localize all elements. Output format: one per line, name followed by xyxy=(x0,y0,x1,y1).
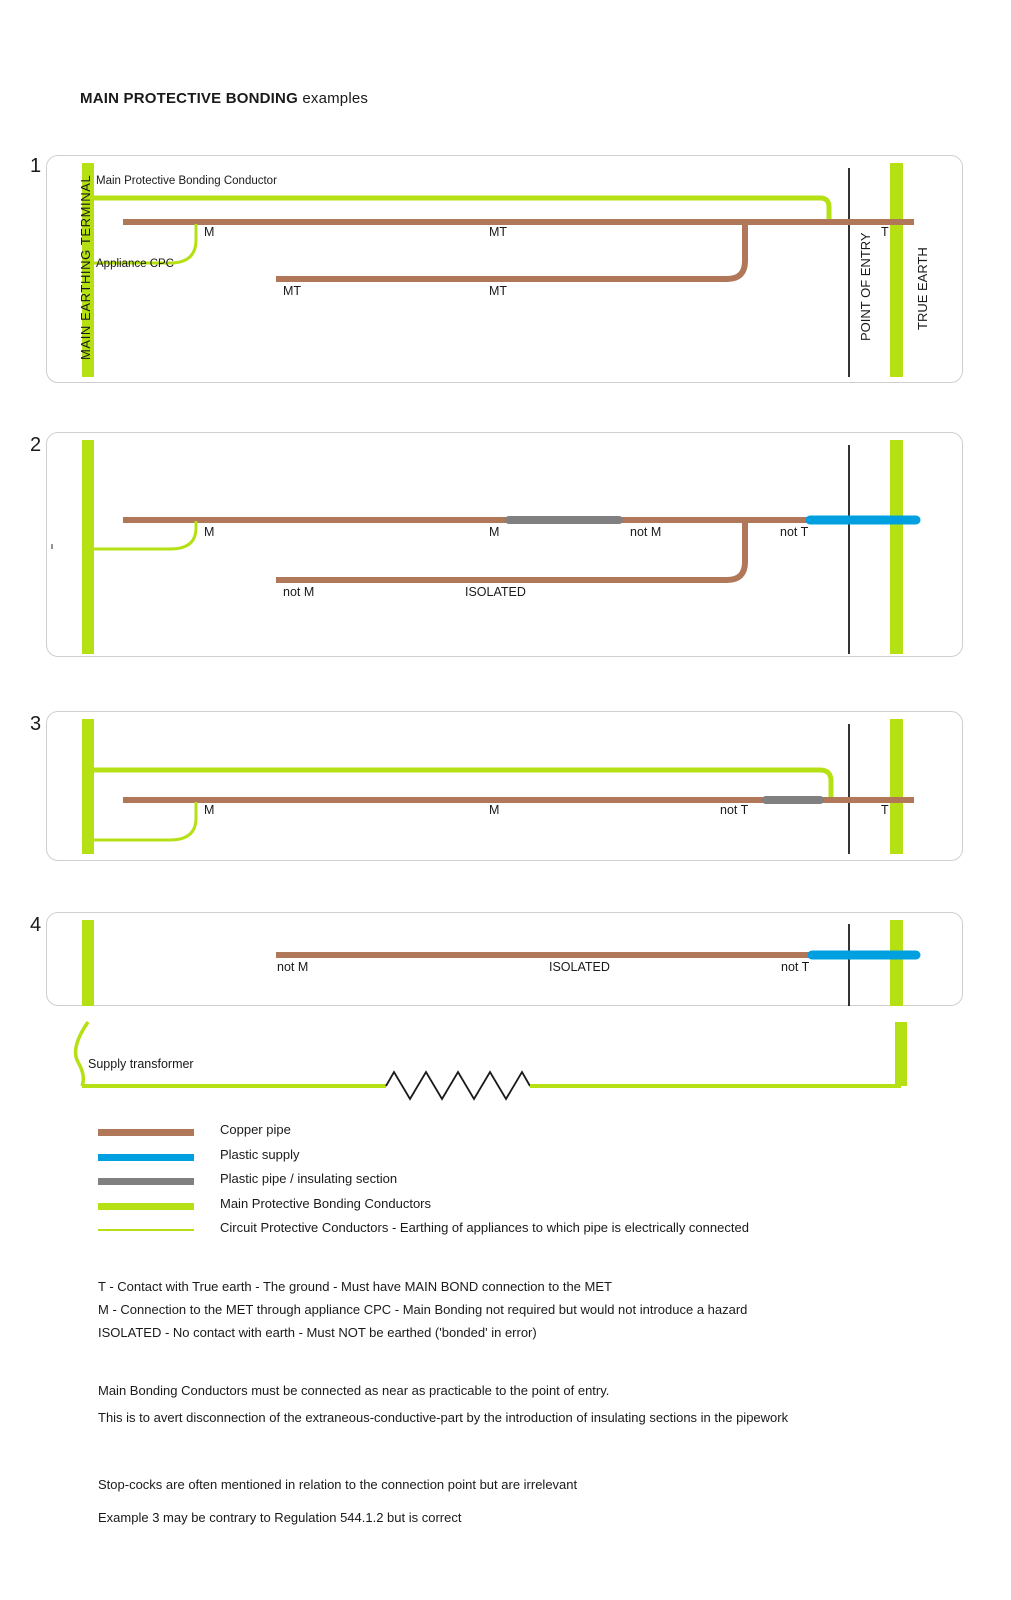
pipe-label-isolated-4: ISOLATED xyxy=(549,960,610,974)
page-title-strong: MAIN PROTECTIVE BONDING xyxy=(80,90,298,107)
note-rule-connection-point: Main Bonding Conductors must be connecte… xyxy=(98,1383,610,1398)
pipe-label-t-right-1: T xyxy=(881,225,889,239)
pipe-label-m-1: M xyxy=(204,225,215,239)
earth-resistance-symbol xyxy=(385,1070,531,1101)
legend-insulating-section-swatch xyxy=(98,1178,194,1185)
pipe-label-not-m-4: not M xyxy=(277,960,309,974)
panel-1-number: 1 xyxy=(30,155,42,177)
legend-bonding-conductors-label: Main Protective Bonding Conductors xyxy=(220,1195,432,1211)
pipe-label-t-right-3: T xyxy=(881,803,889,817)
transformer-winding xyxy=(73,1021,90,1087)
appliance-cpc-label-1: Appliance CPC xyxy=(96,258,174,270)
note-remark-regulation: Example 3 may be contrary to Regulation … xyxy=(98,1510,462,1525)
panel-3-frame xyxy=(46,711,963,861)
note-rule-avert-disconnection: This is to avert disconnection of the ex… xyxy=(98,1410,789,1425)
note-key-m: M - Connection to the MET through applia… xyxy=(98,1302,748,1317)
pipe-label-not-t-4: not T xyxy=(781,960,810,974)
page-title: MAIN PROTECTIVE BONDING examples xyxy=(80,90,368,107)
pipe-label-m-left-2: M xyxy=(204,525,215,539)
pipe-label-isolated-2: ISOLATED xyxy=(465,585,526,599)
supply-transformer-artwork xyxy=(73,1021,907,1101)
pipe-label-not-t-3: not T xyxy=(720,803,749,817)
panel-2-number: 2 xyxy=(30,434,42,456)
page-title-light: examples xyxy=(302,90,369,107)
pipe-label-mt-upper-1: MT xyxy=(489,225,508,239)
note-key-t: T - Contact with True earth - The ground… xyxy=(98,1279,612,1294)
supply-transformer-label: Supply transformer xyxy=(88,1057,194,1071)
legend-insulating-section-label: Plastic pipe / insulating section xyxy=(220,1171,398,1186)
panel-1-frame xyxy=(46,155,963,383)
pipe-label-not-m-right-2: not M xyxy=(630,525,662,539)
pipe-label-m-mid-2: M xyxy=(489,525,500,539)
legend-copper-pipe-label: Copper pipe xyxy=(220,1122,291,1137)
true-earth-label-1: TRUE EARTH xyxy=(915,247,930,330)
panel-3-number: 3 xyxy=(30,713,42,735)
pipe-label-not-t-2: not T xyxy=(780,525,809,539)
note-key-isolated: ISOLATED - No contact with earth - Must … xyxy=(98,1325,537,1340)
pipe-label-mt-lower-mid-1: MT xyxy=(489,284,508,298)
met-label-1: MAIN EARTHING TERMINAL xyxy=(78,174,93,360)
legend-bonding-conductors-swatch xyxy=(98,1202,194,1210)
point-of-entry-label-1: POINT OF ENTRY xyxy=(858,232,873,341)
pipe-label-not-m-lower-2: not M xyxy=(283,585,315,599)
pipe-label-m-mid-3: M xyxy=(489,803,500,817)
pipe-label-m-left-3: M xyxy=(204,803,215,817)
legend-plastic-supply-label: Plastic supply xyxy=(220,1146,300,1162)
true-earth-bar-supply xyxy=(895,1022,907,1086)
legend-cpc-swatch xyxy=(98,1229,194,1231)
panel-4-number: 4 xyxy=(30,914,42,936)
main-bonding-conductor-label-1: Main Protective Bonding Conductor xyxy=(96,175,277,187)
note-remark-stopcocks: Stop-cocks are often mentioned in relati… xyxy=(98,1477,578,1492)
legend-plastic-supply-swatch xyxy=(98,1153,194,1161)
panel-2-frame xyxy=(46,432,963,657)
legend-copper-pipe-swatch xyxy=(98,1129,194,1136)
legend-cpc-label: Circuit Protective Conductors - Earthing… xyxy=(220,1220,749,1235)
panel-4-frame xyxy=(46,912,963,1006)
pipe-label-mt-lower-left-1: MT xyxy=(283,284,302,298)
